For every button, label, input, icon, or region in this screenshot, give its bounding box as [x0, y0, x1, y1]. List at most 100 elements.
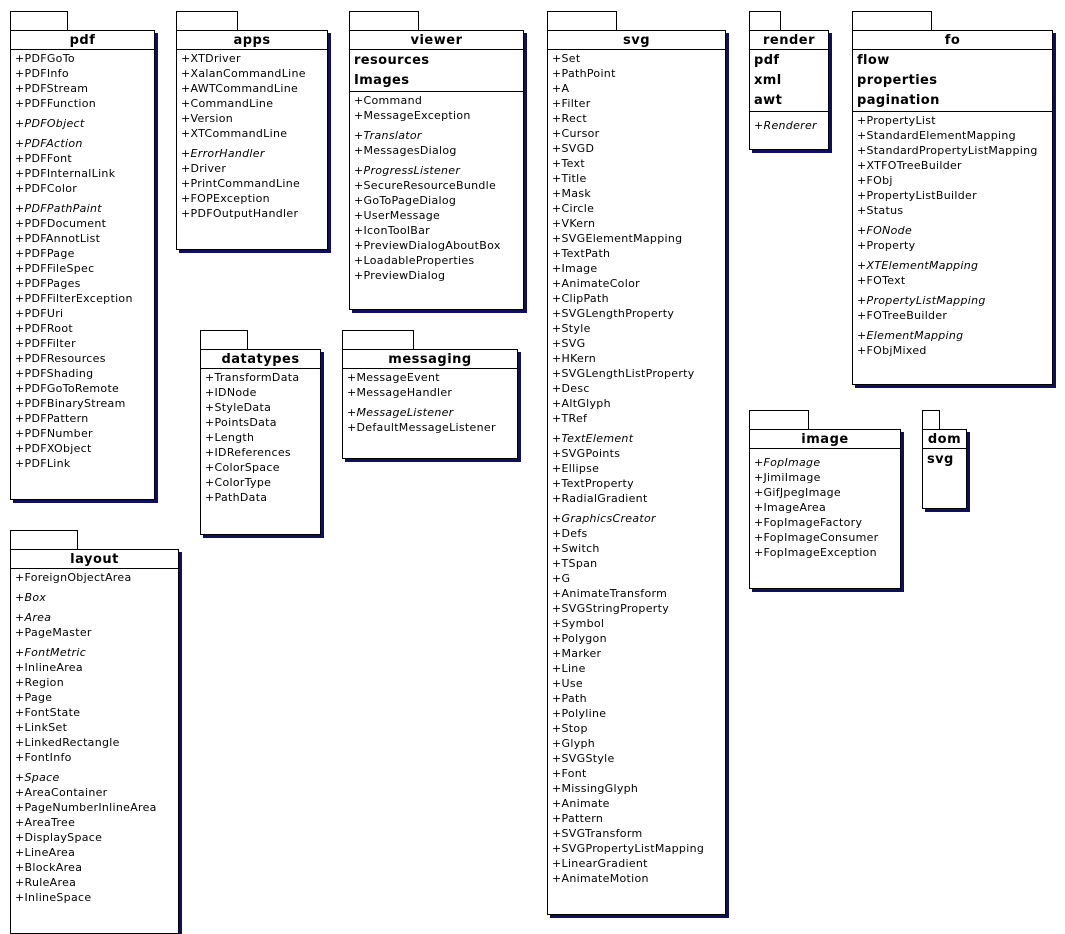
class-icon-tool-bar[interactable]: +IconToolBar: [354, 224, 430, 237]
class-filter[interactable]: +Filter: [552, 97, 591, 110]
class-svgelement-mapping[interactable]: +SVGElementMapping: [552, 232, 683, 245]
class-text-property[interactable]: +TextProperty: [552, 477, 634, 490]
class-fobj-mixed[interactable]: +FObjMixed: [857, 344, 927, 357]
class-polygon[interactable]: +Polygon: [552, 632, 607, 645]
interface-pdfpath-paint[interactable]: +PDFPathPaint: [15, 202, 102, 215]
class-font-state[interactable]: +FontState: [15, 706, 81, 719]
class-pdfgo-to-remote[interactable]: +PDFGoToRemote: [15, 382, 120, 395]
class-pdfpattern[interactable]: +PDFPattern: [15, 412, 89, 425]
interface-text-element[interactable]: +TextElement: [552, 432, 634, 445]
class-tref[interactable]: +TRef: [552, 412, 588, 425]
class-awtcommand-line[interactable]: +AWTCommandLine: [181, 82, 299, 95]
class-xalan-command-line[interactable]: +XalanCommandLine: [181, 67, 306, 80]
class-line-area[interactable]: +LineArea: [15, 846, 76, 859]
class-g[interactable]: +G: [552, 572, 571, 585]
class-preview-dialog[interactable]: +PreviewDialog: [354, 269, 446, 282]
class-clip-path[interactable]: +ClipPath: [552, 292, 609, 305]
class-go-to-page-dialog[interactable]: +GoToPageDialog: [354, 194, 457, 207]
subpackage-images[interactable]: Images: [354, 73, 410, 88]
class-fop-image-exception[interactable]: +FopImageException: [754, 546, 877, 559]
interface-translator[interactable]: +Translator: [354, 129, 422, 142]
class-color-type[interactable]: +ColorType: [205, 476, 272, 489]
class-pdfpages[interactable]: +PDFPages: [15, 277, 81, 290]
class-messages-dialog[interactable]: +MessagesDialog: [354, 144, 457, 157]
class-standard-property-list-mapping[interactable]: +StandardPropertyListMapping: [857, 144, 1038, 157]
interface-property-list-mapping[interactable]: +PropertyListMapping: [857, 294, 986, 307]
class-pdfstream[interactable]: +PDFStream: [15, 82, 89, 95]
subpackage-pdf[interactable]: pdf: [754, 53, 780, 68]
class-symbol[interactable]: +Symbol: [552, 617, 605, 630]
class-text-path[interactable]: +TextPath: [552, 247, 611, 260]
class-pdfdocument[interactable]: +PDFDocument: [15, 217, 107, 230]
interface-space[interactable]: +Space: [15, 771, 60, 784]
class-pdffilter-exception[interactable]: +PDFFilterException: [15, 292, 133, 305]
class-inline-space[interactable]: +InlineSpace: [15, 891, 92, 904]
class-pdfroot[interactable]: +PDFRoot: [15, 322, 73, 335]
class-marker[interactable]: +Marker: [552, 647, 602, 660]
class-pdffont[interactable]: +PDFFont: [15, 152, 72, 165]
class-pdfannot-list[interactable]: +PDFAnnotList: [15, 232, 101, 245]
class-page-number-inline-area[interactable]: +PageNumberInlineArea: [15, 801, 157, 814]
class-alt-glyph[interactable]: +AltGlyph: [552, 397, 611, 410]
class-style-data[interactable]: +StyleData: [205, 401, 272, 414]
interface-font-metric[interactable]: +FontMetric: [15, 646, 87, 659]
class-fotree-builder[interactable]: +FOTreeBuilder: [857, 309, 948, 322]
class-print-command-line[interactable]: +PrintCommandLine: [181, 177, 301, 190]
class-message-handler[interactable]: +MessageHandler: [347, 386, 453, 399]
class-message-exception[interactable]: +MessageException: [354, 109, 471, 122]
class-animate[interactable]: +Animate: [552, 797, 610, 810]
interface-element-mapping[interactable]: +ElementMapping: [857, 329, 964, 342]
class-tspan[interactable]: +TSpan: [552, 557, 598, 570]
class-missing-glyph[interactable]: +MissingGlyph: [552, 782, 639, 795]
class-a[interactable]: +A: [552, 82, 570, 95]
interface-fonode[interactable]: +FONode: [857, 224, 913, 237]
class-animate-motion[interactable]: +AnimateMotion: [552, 872, 649, 885]
class-svgstring-property[interactable]: +SVGStringProperty: [552, 602, 670, 615]
class-font[interactable]: +Font: [552, 767, 587, 780]
class-pdfoutput-handler[interactable]: +PDFOutputHandler: [181, 207, 299, 220]
class-user-message[interactable]: +UserMessage: [354, 209, 441, 222]
subpackage-svg[interactable]: svg: [927, 452, 954, 467]
interface-box[interactable]: +Box: [15, 591, 47, 604]
class-pdfxobject[interactable]: +PDFXObject: [15, 442, 92, 455]
class-font-info[interactable]: +FontInfo: [15, 751, 72, 764]
interface-progress-listener[interactable]: +ProgressListener: [354, 164, 461, 177]
class-pdfinternal-link[interactable]: +PDFInternalLink: [15, 167, 116, 180]
class-text[interactable]: +Text: [552, 157, 585, 170]
class-defs[interactable]: +Defs: [552, 527, 588, 540]
class-pdfshading[interactable]: +PDFShading: [15, 367, 94, 380]
class-inline-area[interactable]: +InlineArea: [15, 661, 83, 674]
class-length[interactable]: +Length: [205, 431, 255, 444]
class-cursor[interactable]: +Cursor: [552, 127, 600, 140]
class-image[interactable]: +Image: [552, 262, 598, 275]
class-fopexception[interactable]: +FOPException: [181, 192, 270, 205]
interface-pdfaction[interactable]: +PDFAction: [15, 137, 83, 150]
class-hkern[interactable]: +HKern: [552, 352, 597, 365]
class-path-point[interactable]: +PathPoint: [552, 67, 616, 80]
subpackage-xml[interactable]: xml: [754, 73, 782, 88]
class-fotext[interactable]: +FOText: [857, 274, 906, 287]
class-area-tree[interactable]: +AreaTree: [15, 816, 76, 829]
class-idnode[interactable]: +IDNode: [205, 386, 257, 399]
class-desc[interactable]: +Desc: [552, 382, 590, 395]
class-pdfinfo[interactable]: +PDFInfo: [15, 67, 69, 80]
class-svgpoints[interactable]: +SVGPoints: [552, 447, 621, 460]
class-circle[interactable]: +Circle: [552, 202, 595, 215]
class-rect[interactable]: +Rect: [552, 112, 587, 125]
class-command[interactable]: +Command: [354, 94, 423, 107]
subpackage-flow[interactable]: flow: [857, 53, 890, 68]
class-svgtransform[interactable]: +SVGTransform: [552, 827, 643, 840]
class-svgproperty-list-mapping[interactable]: +SVGPropertyListMapping: [552, 842, 705, 855]
class-fop-image-factory[interactable]: +FopImageFactory: [754, 516, 863, 529]
class-version[interactable]: +Version: [181, 112, 234, 125]
class-svg[interactable]: +SVG: [552, 337, 586, 350]
class-transform-data[interactable]: +TransformData: [205, 371, 300, 384]
class-image-area[interactable]: +ImageArea: [754, 501, 826, 514]
class-xtcommand-line[interactable]: +XTCommandLine: [181, 127, 288, 140]
class-path[interactable]: +Path: [552, 692, 587, 705]
interface-renderer[interactable]: +Renderer: [754, 119, 817, 132]
class-switch[interactable]: +Switch: [552, 542, 600, 555]
class-idreferences[interactable]: +IDReferences: [205, 446, 291, 459]
class-linked-rectangle[interactable]: +LinkedRectangle: [15, 736, 120, 749]
class-path-data[interactable]: +PathData: [205, 491, 268, 504]
